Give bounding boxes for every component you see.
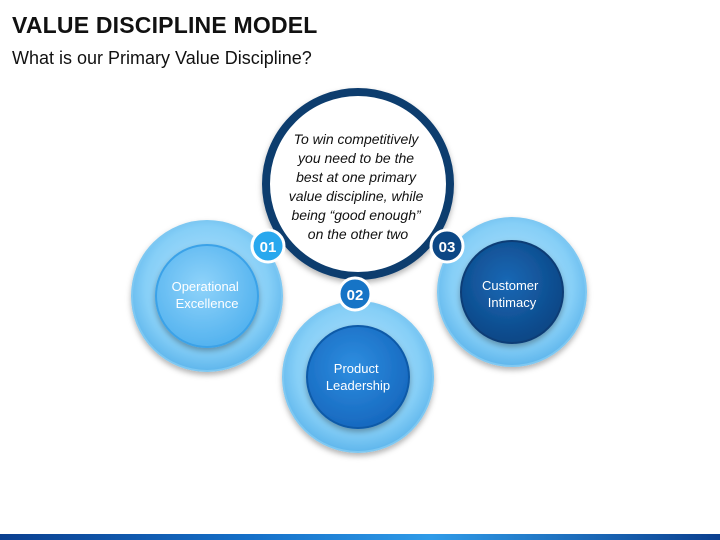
badge-number: 03	[439, 239, 456, 256]
badge-02: 02	[337, 276, 373, 312]
discipline-label: Operational Excellence	[172, 279, 243, 311]
badge-number: 01	[260, 239, 277, 256]
footer-accent-bar	[0, 534, 720, 540]
page-subtitle: What is our Primary Value Discipline?	[12, 48, 312, 68]
discipline-product-leadership: Product Leadership	[282, 301, 434, 453]
discipline-operational-excellence: Operational Excellence	[131, 220, 283, 372]
badge-number: 02	[347, 287, 364, 304]
badge-01: 01	[250, 228, 286, 264]
discipline-label: Product Leadership	[326, 361, 390, 393]
discipline-label: Customer Intimacy	[482, 278, 542, 310]
discipline-customer-intimacy: Customer Intimacy	[437, 217, 587, 367]
badge-03: 03	[429, 228, 465, 264]
center-statement: To win competitively you need to be the …	[262, 88, 454, 280]
center-statement-text: To win competitively you need to be the …	[289, 131, 428, 242]
page-title: VALUE DISCIPLINE MODEL	[12, 12, 318, 38]
